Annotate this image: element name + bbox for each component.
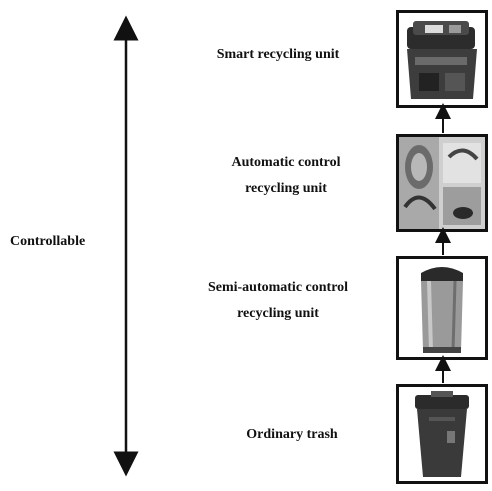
- stage-label-smart: Smart recycling unit: [216, 47, 340, 62]
- semi-automatic-bin-icon: [421, 267, 463, 353]
- ordinary-trash-box: [396, 384, 488, 484]
- ordinary-trash-icon: [415, 391, 469, 477]
- axis-label: Controllable: [10, 234, 86, 249]
- smart-bin-icon: [407, 21, 477, 99]
- stage-label-automatic: Automatic control recycling unit: [231, 155, 341, 196]
- automatic-bin-photo: [399, 137, 485, 229]
- stage-label-semi: Semi-automatic control recycling unit: [207, 280, 349, 321]
- semi-automatic-bin-box: [396, 256, 488, 360]
- smart-bin-box: [396, 10, 488, 108]
- stage-label-ordinary: Ordinary trash: [246, 427, 338, 442]
